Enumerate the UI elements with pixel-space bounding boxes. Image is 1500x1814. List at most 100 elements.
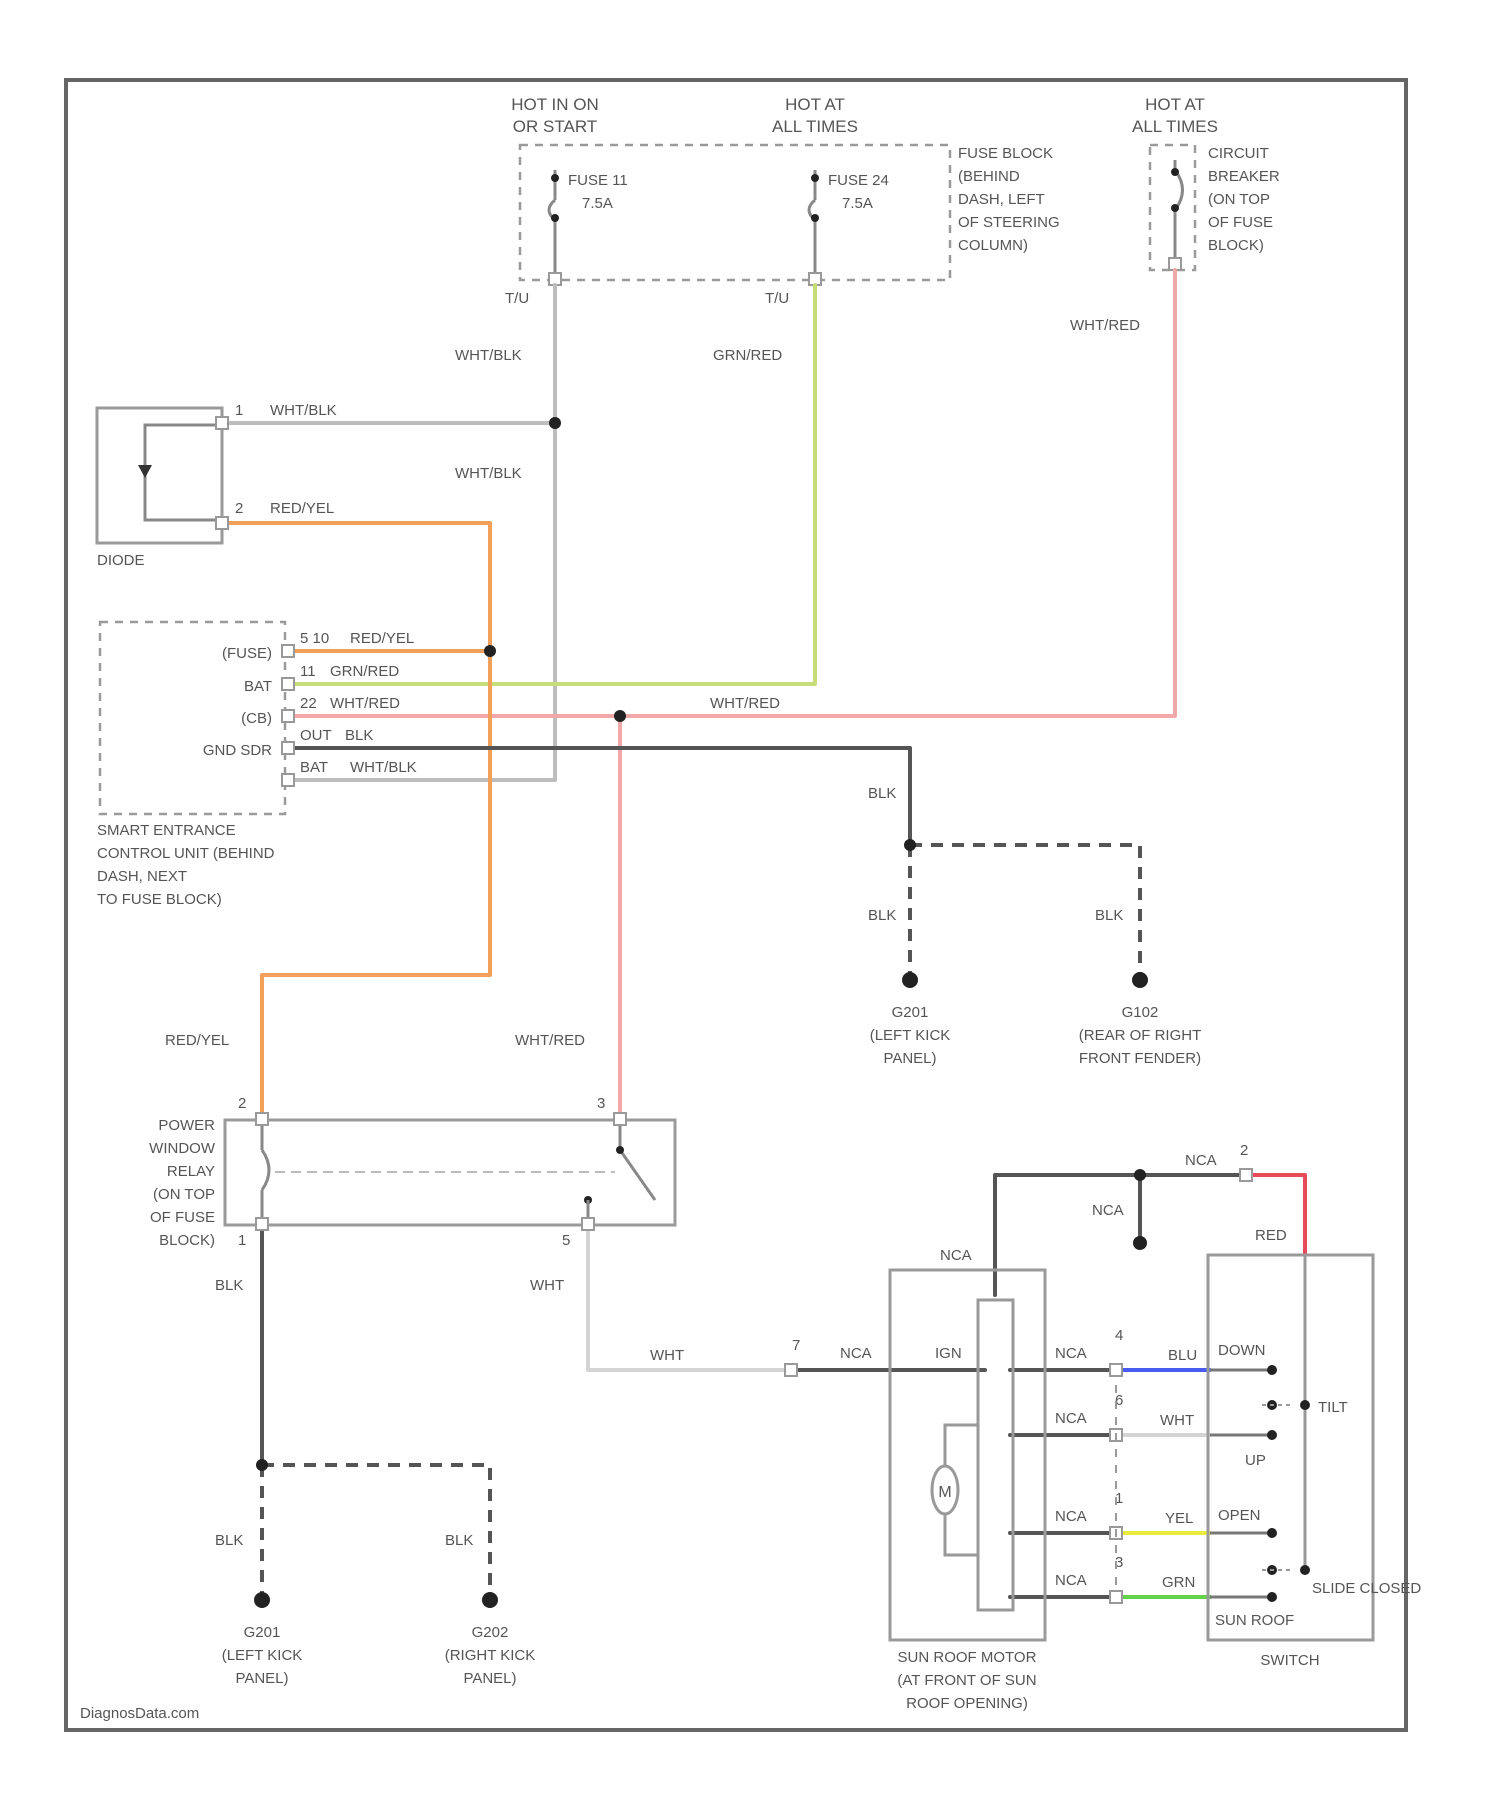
diode-pin2-num: 2 [235,500,243,517]
cb-label-5: BLOCK) [1208,237,1264,254]
fuse-11-rating: 7.5A [582,195,613,212]
fuse-24-rating: 7.5A [842,195,873,212]
label-wht-blk-2: WHT/BLK [455,465,522,482]
secu-num-gnd: OUT [300,727,332,744]
diode-pin1-num: 1 [235,402,243,419]
switch-up-label: UP [1245,1452,1266,1469]
label-blk-relay: BLK [215,1277,243,1294]
hot-in-on-label-2: OR START [513,117,597,136]
secu-label-4: TO FUSE BLOCK) [97,891,222,908]
label-blk-g201: BLK [215,1532,243,1549]
switch-open-label: OPEN [1218,1507,1261,1524]
motor-m-label: M [938,1484,951,1501]
diode-pin-1 [216,417,228,429]
motor-nca-pin1: NCA [1055,1508,1087,1525]
secu-label-2: CONTROL UNIT (BEHIND [97,845,275,862]
hot-at-all-2-label-1: HOT AT [1145,95,1205,114]
secu-label-3: DASH, NEXT [97,868,187,885]
relay-pin5-num: 5 [562,1232,570,1249]
switch-pin-2 [1240,1169,1252,1181]
switch-label-1: SUN ROOF [1215,1612,1294,1629]
fuse-24-label: FUSE 24 [828,172,889,189]
diode-symbol [138,425,218,520]
switch-grn-label: GRN [1162,1574,1195,1591]
switch-yel-label: YEL [1165,1510,1193,1527]
motor-nca-top: NCA [940,1247,972,1264]
ground-g201a-icon [902,972,918,988]
junction-blk-relay [256,1459,268,1471]
relay-switch [584,1125,655,1222]
switch-slide-closed-label: SLIDE CLOSED [1312,1580,1421,1597]
g102-label-1: G102 [1122,1004,1159,1021]
g202-label-1: G202 [472,1624,509,1641]
g202-label-2: (RIGHT KICK [445,1647,536,1664]
label-red-yel-left: RED/YEL [165,1032,229,1049]
motor-label-1: SUN ROOF MOTOR [898,1649,1037,1666]
switch-pin-3 [1110,1591,1122,1603]
hot-at-all-label-2: ALL TIMES [772,117,858,136]
relay-pin-1 [256,1218,268,1230]
fuse-11-label: FUSE 11 [568,172,628,189]
cb-label-1: CIRCUIT [1208,145,1269,162]
secu-wire-gnd: BLK [345,727,373,744]
fuse-block-box [520,145,950,280]
secu-wire-cb: WHT/RED [330,695,400,712]
relay-label-2: WINDOW [149,1140,216,1157]
motor-nca-ign: NCA [840,1345,872,1362]
motor-label-3: ROOF OPENING) [906,1695,1028,1712]
label-wht-red-relay: WHT/RED [515,1032,585,1049]
diode-pin-2 [216,517,228,529]
fuse-block-label-1: FUSE BLOCK [958,145,1053,162]
fuse-24 [809,170,819,280]
motor-nca-pin6: NCA [1055,1410,1087,1427]
relay-label-3: RELAY [167,1163,215,1180]
g202-label-3: PANEL) [463,1670,516,1687]
switch-nca-mid: NCA [1092,1202,1124,1219]
secu-pin-fuse: (FUSE) [222,645,272,662]
fuse-block-label-4: OF STEERING [958,214,1060,231]
switch-internal-leads [1210,1370,1270,1597]
secu-num-cb: 22 [300,695,317,712]
wire-red-yel [225,523,490,1115]
ground-g102-icon [1132,972,1148,988]
secu-wire-bat2: WHT/BLK [350,759,417,776]
diode-wire1-label: WHT/BLK [270,402,337,419]
diode-box [97,408,222,543]
switch-red-label: RED [1255,1227,1287,1244]
switch-label-2: SWITCH [1260,1652,1319,1669]
label-wht-bottom: WHT [650,1347,684,1364]
secu-num-bat: 11 [300,663,316,680]
secu-pin-gnd: GND SDR [203,742,272,759]
motor-pin7-num: 7 [792,1337,800,1354]
label-blk-2: BLK [868,907,896,924]
switch-wht-label: WHT [1160,1412,1194,1429]
secu-wire-bat: GRN/RED [330,663,399,680]
diode-wire2-label: RED/YEL [270,500,334,517]
secu-label-1: SMART ENTRANCE [97,822,236,839]
hot-in-on-label-1: HOT IN ON [511,95,599,114]
cb-label-2: BREAKER [1208,168,1280,185]
cb-label-4: OF FUSE [1208,214,1273,231]
relay-label-6: BLOCK) [159,1232,215,1249]
relay-pin-5 [582,1218,594,1230]
relay-coil [262,1125,615,1220]
label-grn-red: GRN/RED [713,347,782,364]
relay-pin-3 [614,1113,626,1125]
wire-grn-red [290,285,815,684]
relay-label-1: POWER [158,1117,215,1134]
switch-nca-top: NCA [1185,1152,1217,1169]
pin-num-4: 4 [1115,1327,1123,1344]
cb-label-3: (ON TOP [1208,191,1270,208]
label-wht-red-mid: WHT/RED [710,695,780,712]
motor-label-2: (AT FRONT OF SUN [897,1672,1036,1689]
g201a-label-1: G201 [892,1004,929,1021]
switch-tilt-label: TILT [1318,1399,1348,1416]
relay-label-5: OF FUSE [150,1209,215,1226]
diagram-border [66,80,1406,1730]
label-blk-3: BLK [1095,907,1123,924]
g201b-label-2: (LEFT KICK [222,1647,303,1664]
label-wht-relay: WHT [530,1277,564,1294]
g201b-label-1: G201 [244,1624,281,1641]
junction-red-yel [484,645,496,657]
